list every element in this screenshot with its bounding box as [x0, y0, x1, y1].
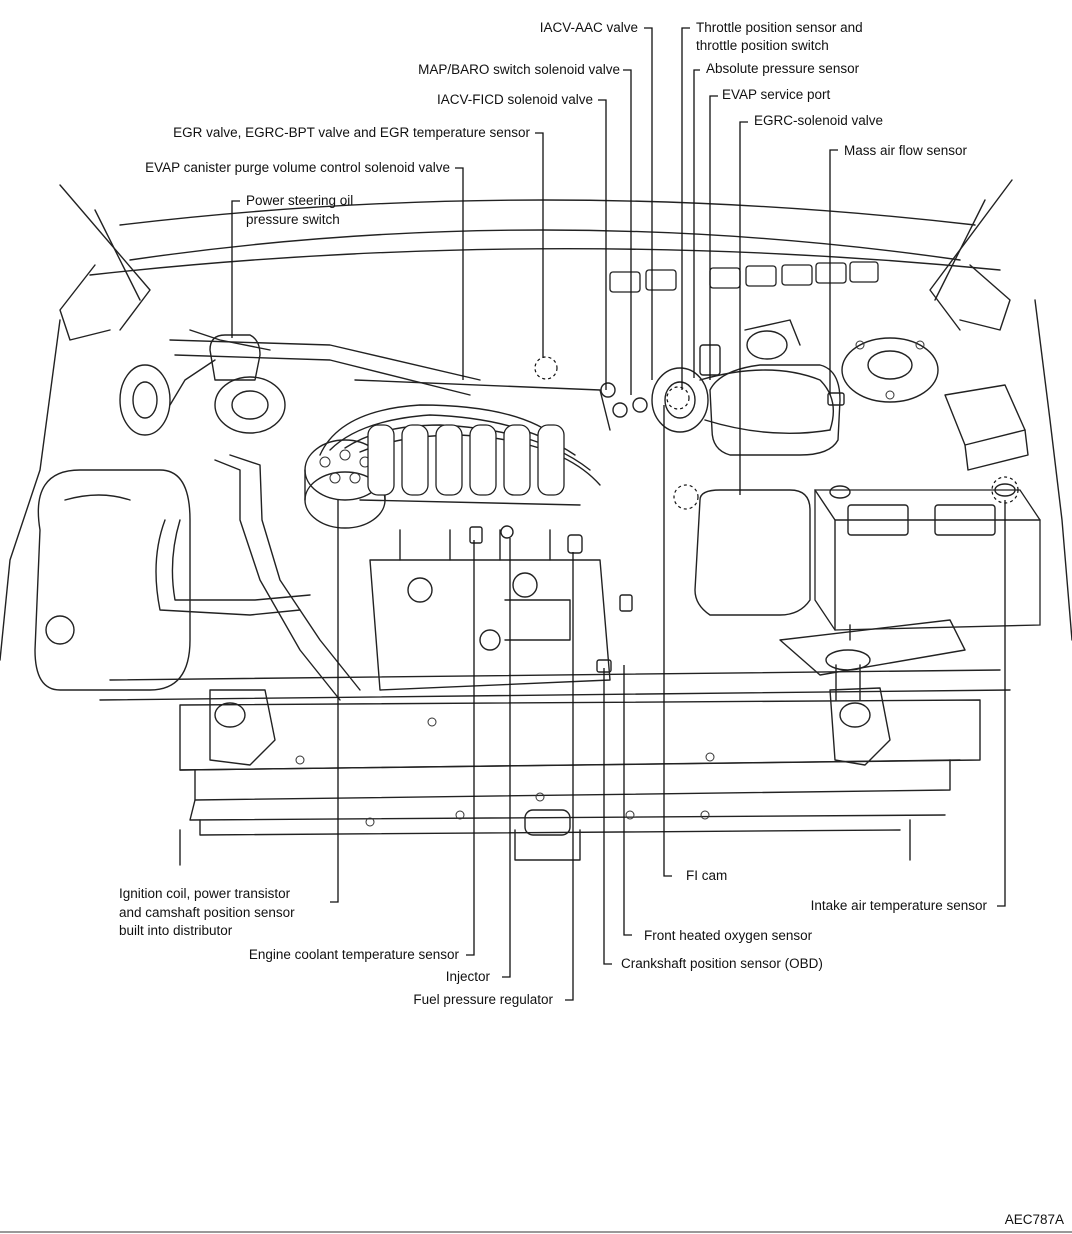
label-ignition-coil-line3: built into distributor	[119, 923, 233, 938]
label-intake-air-temperature-sensor: Intake air temperature sensor	[811, 898, 988, 913]
label-evap-service-port: EVAP service port	[722, 87, 831, 102]
figure-code: AEC787A	[1005, 1212, 1064, 1227]
label-injector: Injector	[446, 969, 491, 984]
label-iacv-aac-valve: IACV-AAC valve	[540, 20, 638, 35]
label-iacv-ficd-solenoid: IACV-FICD solenoid valve	[437, 92, 593, 107]
label-engine-coolant-temperature-sensor: Engine coolant temperature sensor	[249, 947, 460, 962]
label-ignition-coil-line1: Ignition coil, power transistor	[119, 886, 291, 901]
label-egrc-solenoid-valve: EGRC-solenoid valve	[754, 113, 883, 128]
label-egr-valve: EGR valve, EGRC-BPT valve and EGR temper…	[173, 125, 530, 140]
callout-labels: IACV-AAC valve Throttle position sensor …	[119, 20, 987, 1007]
label-evap-canister-purge: EVAP canister purge volume control solen…	[145, 160, 450, 175]
label-throttle-position-sensor-line1: Throttle position sensor and	[696, 20, 863, 35]
label-map-baro-solenoid: MAP/BARO switch solenoid valve	[418, 62, 620, 77]
label-mass-air-flow-sensor: Mass air flow sensor	[844, 143, 968, 158]
engine-illustration	[0, 179, 1072, 866]
label-fi-cam: FI cam	[686, 868, 727, 883]
label-ignition-coil-line2: and camshaft position sensor	[119, 905, 295, 920]
label-absolute-pressure-sensor: Absolute pressure sensor	[706, 61, 860, 76]
label-fuel-pressure-regulator: Fuel pressure regulator	[413, 992, 553, 1007]
leader-lines	[231, 27, 1006, 1001]
label-power-steering-switch-line2: pressure switch	[246, 212, 340, 227]
label-throttle-position-sensor-line2: throttle position switch	[696, 38, 829, 53]
cowl-vent	[609, 261, 879, 293]
intake-manifold	[367, 424, 565, 496]
battery	[814, 483, 1041, 631]
label-power-steering-switch-line1: Power steering oil	[246, 193, 353, 208]
label-crankshaft-position-sensor: Crankshaft position sensor (OBD)	[621, 956, 823, 971]
label-front-heated-oxygen-sensor: Front heated oxygen sensor	[644, 928, 813, 943]
